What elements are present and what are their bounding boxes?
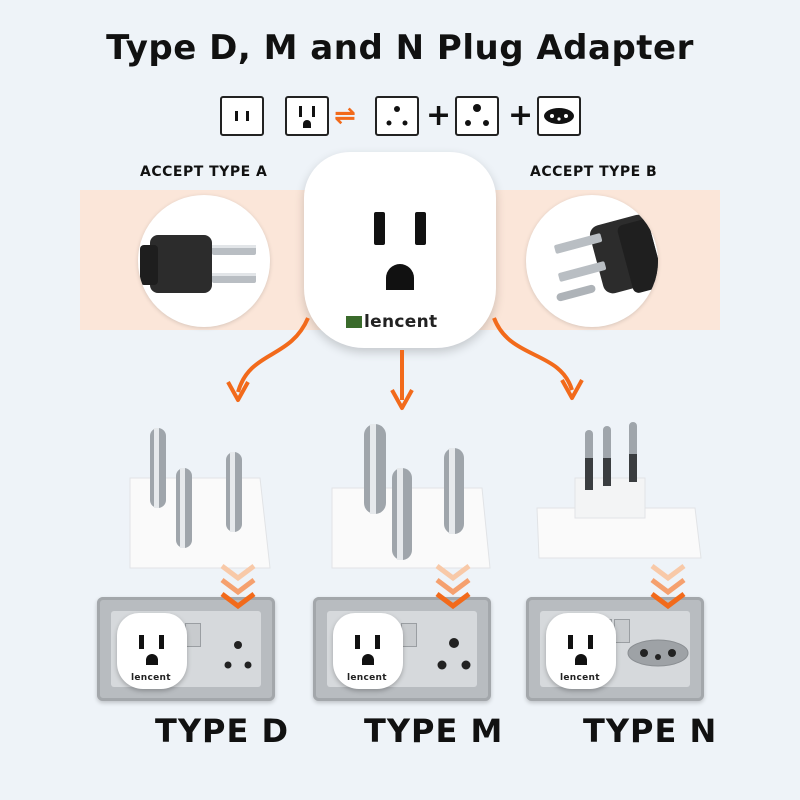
type-m-prongs-image	[312, 408, 502, 573]
mini-adapter-image: lencent	[117, 613, 187, 689]
type-m-socket-icon	[455, 96, 499, 136]
type-n-wall-socket-panel: lencent	[526, 597, 704, 701]
type-d-label: TYPE D	[155, 712, 290, 750]
type-d-prongs-image	[110, 408, 300, 573]
brand-logo-icon	[346, 316, 362, 328]
insert-chevrons-icon	[433, 562, 473, 622]
brand-name: lencent	[560, 673, 600, 683]
type-d-socket-icon	[375, 96, 419, 136]
adapter-front-image: lencent	[304, 152, 496, 348]
accept-type-a-label: ACCEPT TYPE A	[140, 164, 268, 180]
page-title: Type D, M and N Plug Adapter	[106, 28, 694, 68]
brand-name: lencent	[364, 312, 438, 332]
swap-arrows-icon: ⇌	[334, 101, 356, 131]
plus-sign: +	[426, 98, 452, 133]
type-d-socket-holes-icon	[224, 641, 252, 669]
accept-type-b-label: ACCEPT TYPE B	[530, 164, 658, 180]
insert-chevrons-icon	[218, 562, 258, 622]
type-a-socket-icon	[220, 96, 264, 136]
brand-name: lencent	[131, 673, 171, 683]
type-b-plug-image	[526, 195, 658, 327]
type-n-socket-icon	[537, 96, 581, 136]
plus-sign: +	[508, 98, 534, 133]
type-b-socket-icon	[285, 96, 329, 136]
orange-arrows	[226, 317, 584, 410]
type-a-plug-image	[138, 195, 270, 327]
brand-name: lencent	[347, 673, 387, 683]
type-m-socket-holes-icon	[437, 638, 471, 670]
type-m-label: TYPE M	[364, 712, 504, 750]
type-m-wall-socket-panel: lencent	[313, 597, 491, 701]
type-n-prongs-image	[525, 408, 715, 573]
type-d-wall-socket-panel: lencent	[97, 597, 275, 701]
type-n-socket-holes-icon	[627, 639, 689, 667]
type-n-label: TYPE N	[583, 712, 718, 750]
insert-chevrons-icon	[648, 562, 688, 622]
mini-adapter-image: lencent	[546, 613, 616, 689]
mini-adapter-image: lencent	[333, 613, 403, 689]
